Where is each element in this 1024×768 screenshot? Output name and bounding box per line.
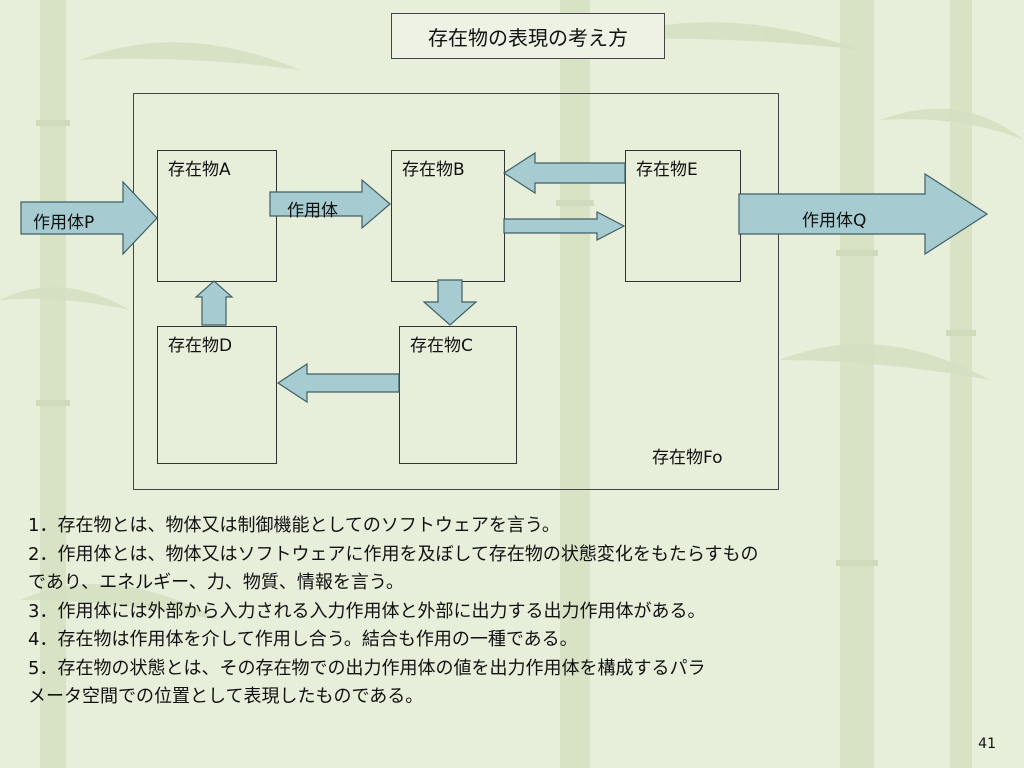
text-line-3: であり、エネルギー、力、物質、情報を言う。 xyxy=(28,572,404,593)
text-line-5: 4．存在物は作用体を介して作用し合う。結合も作用の一種である。 xyxy=(28,629,578,650)
text-line-6: 5．存在物の状態とは、その存在物での出力作用体の値を出力作用体を構成するパラ xyxy=(28,657,706,679)
arrow-q xyxy=(738,172,989,256)
explanation-text: 1．存在物とは、物体又は制御機能としてのソフトウェアを言う。 2．作用体とは、物… xyxy=(28,512,1008,712)
entity-c-label: 存在物C xyxy=(410,336,473,356)
arrow-a-to-b-label: 作用体 xyxy=(287,201,338,221)
arrow-p-label: 作用体P xyxy=(33,213,95,233)
arrow-q-label: 作用体Q xyxy=(802,211,867,231)
arrow-b-to-c xyxy=(422,279,478,326)
page-title: 存在物の表現の考え方 xyxy=(391,13,665,59)
entity-d-label: 存在物D xyxy=(168,336,233,356)
entity-d-box: 存在物D xyxy=(157,326,277,464)
arrow-b-to-e xyxy=(503,211,626,241)
arrow-a-to-b xyxy=(269,178,391,230)
text-line-7: メータ空間での位置として表現したものである。 xyxy=(28,686,424,707)
entity-a-label: 存在物A xyxy=(168,160,231,180)
entity-e-label: 存在物E xyxy=(636,160,698,180)
page-number: 41 xyxy=(978,736,996,752)
text-line-2: 2．作用体とは、物体又はソフトウェアに作用を及ぼして存在物の状態変化をもたらすも… xyxy=(28,543,759,565)
text-line-1: 1．存在物とは、物体又は制御機能としてのソフトウェアを言う。 xyxy=(28,515,560,536)
entity-b-label: 存在物B xyxy=(402,160,465,180)
arrow-p xyxy=(20,180,158,256)
entity-c-box: 存在物C xyxy=(399,326,517,464)
entity-fo-label: 存在物Fo xyxy=(652,448,723,468)
arrow-c-to-d xyxy=(276,362,400,404)
text-line-4: 3．作用体には外部から入力される入力作用体と外部に出力する出力作用体がある。 xyxy=(28,600,706,622)
arrow-e-to-b xyxy=(502,151,626,195)
entity-fo-frame xyxy=(133,93,779,490)
arrow-d-to-a xyxy=(194,280,234,326)
